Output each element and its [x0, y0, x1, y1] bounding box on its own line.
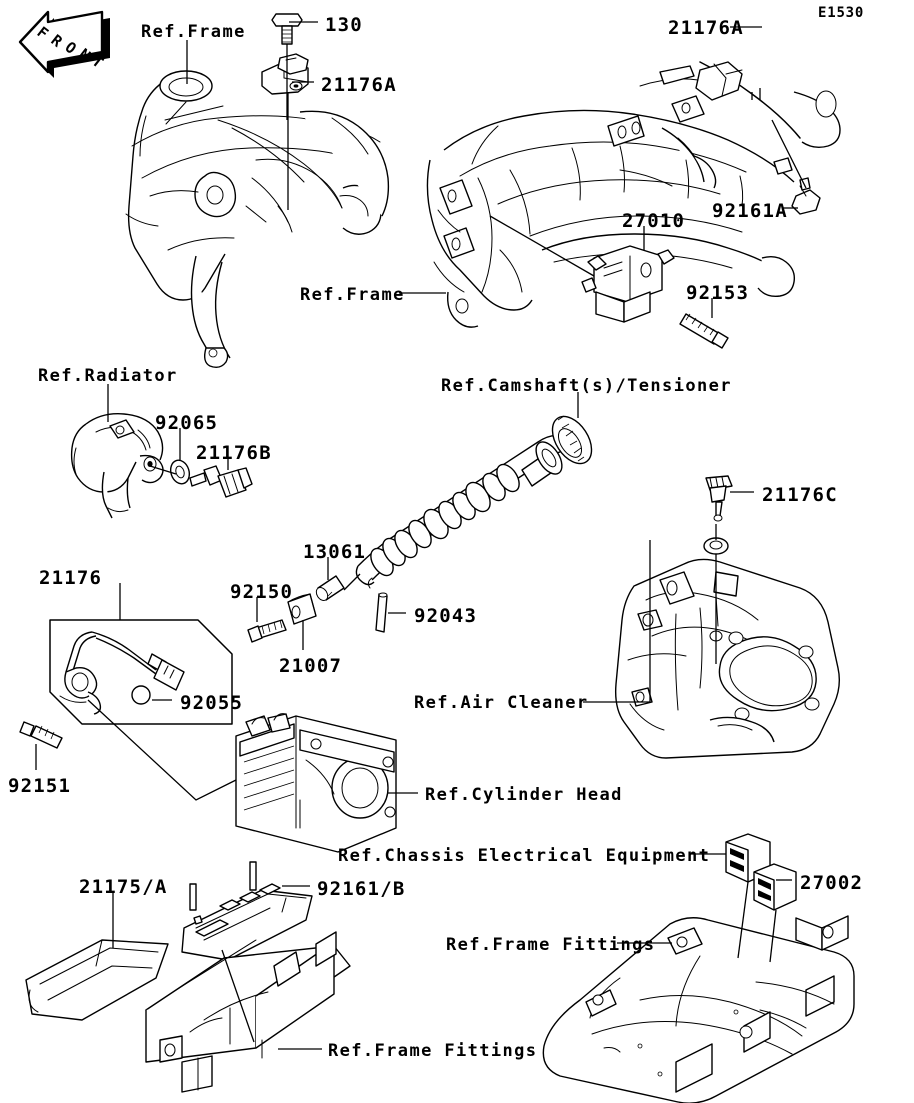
label-pn-130: 130	[325, 14, 363, 36]
art-bolt-92151	[19, 721, 63, 749]
label-ref-frame-top-left: Ref.Frame	[141, 22, 246, 42]
front-arrow-icon: F R O N T	[18, 10, 110, 78]
label-ref-radiator: Ref.Radiator	[38, 366, 178, 386]
art-pin-92043	[375, 592, 388, 633]
art-cylinder-head	[235, 713, 397, 853]
art-front-frame-assembly	[125, 70, 390, 369]
art-sensor-21176c	[703, 475, 733, 555]
art-bolt-92153	[679, 313, 729, 349]
label-pn-92065: 92065	[155, 412, 219, 434]
label-pn-92150: 92150	[230, 581, 294, 603]
label-pn-21176a-right: 21176A	[668, 17, 744, 39]
label-pn-92153: 92153	[686, 282, 750, 304]
label-pn-13061: 13061	[303, 541, 367, 563]
art-bolt-92150	[247, 619, 287, 643]
art-bracket-92161b	[181, 861, 313, 961]
label-pn-21176: 21176	[39, 567, 103, 589]
label-pn-92043: 92043	[414, 605, 478, 627]
label-pn-21175a: 21175/A	[79, 876, 168, 898]
art-radiator-housing	[70, 413, 164, 519]
label-ref-frame-fittings-right: Ref.Frame Fittings	[446, 935, 656, 955]
label-pn-27010: 27010	[622, 210, 686, 232]
label-pn-27002: 27002	[800, 872, 864, 894]
art-relay-27002-lower	[753, 863, 797, 911]
art-bolt-130	[271, 13, 303, 45]
label-ref-camshaft-tensioner: Ref.Camshaft(s)/Tensioner	[441, 376, 732, 396]
label-pn-92161a: 92161A	[712, 200, 788, 222]
art-rear-frame-assembly	[426, 61, 841, 328]
label-pn-92161b: 92161/B	[317, 878, 406, 900]
label-ref-frame-center: Ref.Frame	[300, 285, 405, 305]
art-sensor-21176b	[189, 465, 253, 498]
label-pn-21007: 21007	[279, 655, 343, 677]
art-air-cleaner	[614, 558, 841, 759]
art-relay-27002-upper	[725, 833, 771, 883]
label-ref-chassis-electrical: Ref.Chassis Electrical Equipment	[338, 846, 711, 866]
label-pn-92055: 92055	[180, 692, 244, 714]
diagram-code: E1530	[818, 5, 865, 21]
label-ref-air-cleaner: Ref.Air Cleaner	[414, 693, 589, 713]
art-sensor-21176a-left	[261, 53, 309, 95]
label-pn-21176a-left: 21176A	[321, 74, 397, 96]
label-pn-92151: 92151	[8, 775, 72, 797]
art-grommet-92161a	[791, 177, 821, 215]
label-ref-cylinder-head: Ref.Cylinder Head	[425, 785, 623, 805]
label-pn-21176b: 21176B	[196, 442, 272, 464]
art-washer-92065	[169, 459, 191, 485]
label-pn-21176c: 21176C	[762, 484, 838, 506]
art-part-13061	[315, 575, 345, 601]
art-coil-27010	[581, 245, 675, 323]
art-frame-fittings-left	[145, 931, 351, 1093]
art-ecu-21175a	[25, 939, 169, 1021]
label-ref-frame-fittings-left: Ref.Frame Fittings	[328, 1041, 538, 1061]
art-camshaft	[355, 415, 593, 589]
